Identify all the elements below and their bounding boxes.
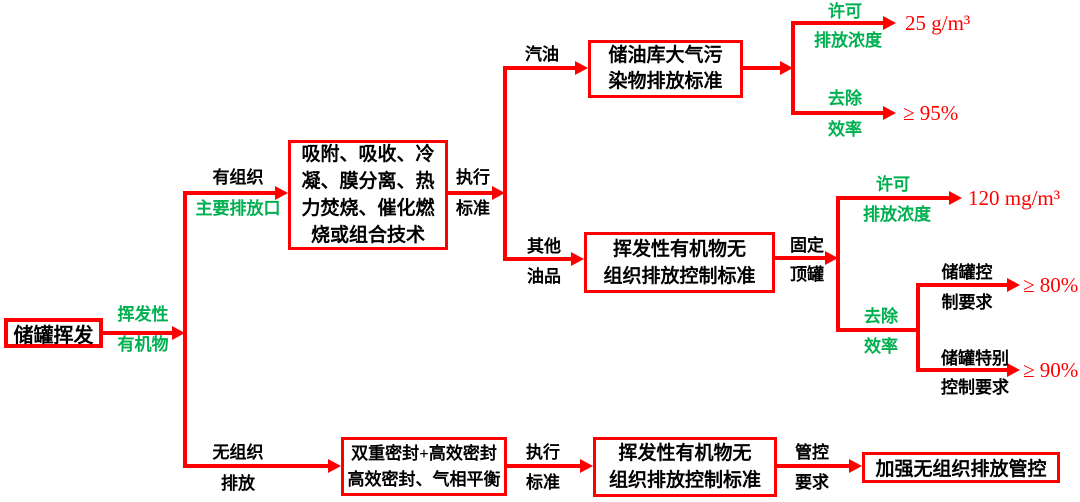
edge-label-permit-conc-mid-2: 排放浓度 <box>863 205 931 224</box>
node-strengthen-control: 加强无组织排放管控 <box>862 452 1060 483</box>
edge-label-removal-eff-mid-1: 去除 <box>864 307 898 326</box>
connector-line <box>743 66 781 70</box>
node-label: 力焚烧、催化燃 <box>301 198 435 219</box>
node-seal-technology: 双重密封+高效密封 高效密封、气相平衡 <box>341 437 507 496</box>
node-label: 组织排放控制标准 <box>608 470 761 491</box>
edge-label-tank-special-2: 控制要求 <box>941 378 1009 397</box>
arrow-head-icon <box>275 186 288 200</box>
result-efficiency-80: ≥ 80% <box>1023 273 1079 297</box>
node-label: 双重密封+高效密封 <box>351 443 497 463</box>
node-label: 高效密封、气相平衡 <box>347 469 501 489</box>
edge-label-permit-conc-top-1: 许可 <box>828 2 862 21</box>
node-label: 烧或组合技术 <box>310 225 425 246</box>
arrow-head-icon <box>883 106 896 120</box>
edge-label-control-req-2: 要求 <box>795 473 829 492</box>
node-voc-standard-bottom: 挥发性有机物无 组织排放控制标准 <box>593 437 777 497</box>
connector-line <box>836 196 840 332</box>
connector-line <box>777 464 850 468</box>
edge-label-voc-1: 挥发性 <box>117 305 169 324</box>
edge-label-control-req-1: 管控 <box>795 443 829 462</box>
edge-label-gasoline: 汽油 <box>525 45 559 64</box>
arrow-head-icon <box>949 191 962 205</box>
connector-line <box>183 191 187 468</box>
node-label: 组织排放控制标准 <box>603 265 756 287</box>
edge-label-exec-std-top-2: 标准 <box>456 199 490 218</box>
arrow-head-icon <box>580 459 593 473</box>
connector-line <box>793 21 884 25</box>
result-concentration-120: 120 mg/m³ <box>968 186 1061 210</box>
node-label: 加强无组织排放管控 <box>875 459 1047 480</box>
arrow-head-icon <box>849 459 862 473</box>
edge-label-permit-conc-top-2: 排放浓度 <box>814 31 882 50</box>
node-label: 储罐挥发 <box>13 324 94 347</box>
edge-label-other-oil-1: 其他 <box>527 237 561 256</box>
connector-line <box>775 256 826 260</box>
edge-label-voc-2: 有机物 <box>117 335 169 354</box>
connector-line <box>503 66 507 261</box>
edge-label-tank-ctrl-1: 储罐控 <box>941 263 993 282</box>
arrow-head-icon <box>492 186 505 200</box>
connector-line <box>447 191 493 195</box>
edge-label-other-oil-2: 油品 <box>527 267 561 286</box>
connector-line <box>793 111 884 115</box>
connector-line <box>185 191 276 195</box>
connector-line <box>505 257 572 261</box>
node-label: 储油库大气污 <box>608 45 723 66</box>
edge-label-exec-std-bottom-2: 标准 <box>526 473 560 492</box>
connector-line <box>838 328 920 332</box>
result-efficiency-95: ≥ 95% <box>903 101 959 125</box>
edge-label-unorganized-1: 无组织 <box>212 443 264 462</box>
connector-line <box>918 283 1008 287</box>
node-label: 染物排放标准 <box>608 71 723 92</box>
edge-label-tank-ctrl-2: 制要求 <box>941 293 993 312</box>
arrow-head-icon <box>571 252 584 266</box>
arrow-head-icon <box>575 61 588 75</box>
connector-line <box>185 464 329 468</box>
node-voc-standard-mid: 挥发性有机物无 组织排放控制标准 <box>584 232 775 293</box>
arrow-head-icon <box>1007 363 1020 377</box>
edge-label-fixed-roof-2: 顶罐 <box>790 265 824 284</box>
connector-line <box>916 283 920 372</box>
connector-line <box>838 196 950 200</box>
edge-label-exec-std-bottom-1: 执行 <box>526 443 560 462</box>
node-label: 挥发性有机物无 <box>618 443 752 464</box>
arrow-head-icon <box>825 251 838 265</box>
node-label: 挥发性有机物无 <box>612 238 746 260</box>
result-concentration-25: 25 g/m³ <box>905 11 971 35</box>
edge-label-unorganized-2: 排放 <box>221 474 255 493</box>
node-treatment-technology: 吸附、吸收、冷 凝、膜分离、热 力焚烧、催化燃 烧或组合技术 <box>288 140 448 250</box>
edge-label-permit-conc-mid-1: 许可 <box>876 175 910 194</box>
node-label: 凝、膜分离、热 <box>301 171 435 192</box>
arrow-head-icon <box>328 459 341 473</box>
node-depot-standard: 储油库大气污 染物排放标准 <box>588 40 743 98</box>
arrow-head-icon <box>172 326 185 340</box>
arrow-head-icon <box>883 16 896 30</box>
edge-label-removal-eff-top-1: 去除 <box>828 89 862 108</box>
arrow-head-icon <box>1007 278 1020 292</box>
connector-line <box>103 331 174 335</box>
edge-label-removal-eff-mid-2: 效率 <box>864 337 898 356</box>
connector-line <box>791 21 795 115</box>
connector-line <box>918 368 1008 372</box>
edge-label-removal-eff-top-2: 效率 <box>828 120 862 139</box>
node-label: 吸附、吸收、冷 <box>301 144 435 165</box>
result-efficiency-90: ≥ 90% <box>1023 358 1079 382</box>
edge-label-tank-special-1: 储罐特别 <box>941 349 1009 368</box>
edge-label-main-outlet: 主要排放口 <box>195 199 281 218</box>
connector-line <box>505 66 576 70</box>
connector-line <box>507 464 581 468</box>
node-tank-evaporation: 储罐挥发 <box>4 318 103 348</box>
edge-label-fixed-roof-1: 固定 <box>790 236 824 255</box>
arrow-head-icon <box>780 61 793 75</box>
edge-label-exec-std-top-1: 执行 <box>456 168 490 187</box>
edge-label-organized: 有组织 <box>212 168 264 187</box>
